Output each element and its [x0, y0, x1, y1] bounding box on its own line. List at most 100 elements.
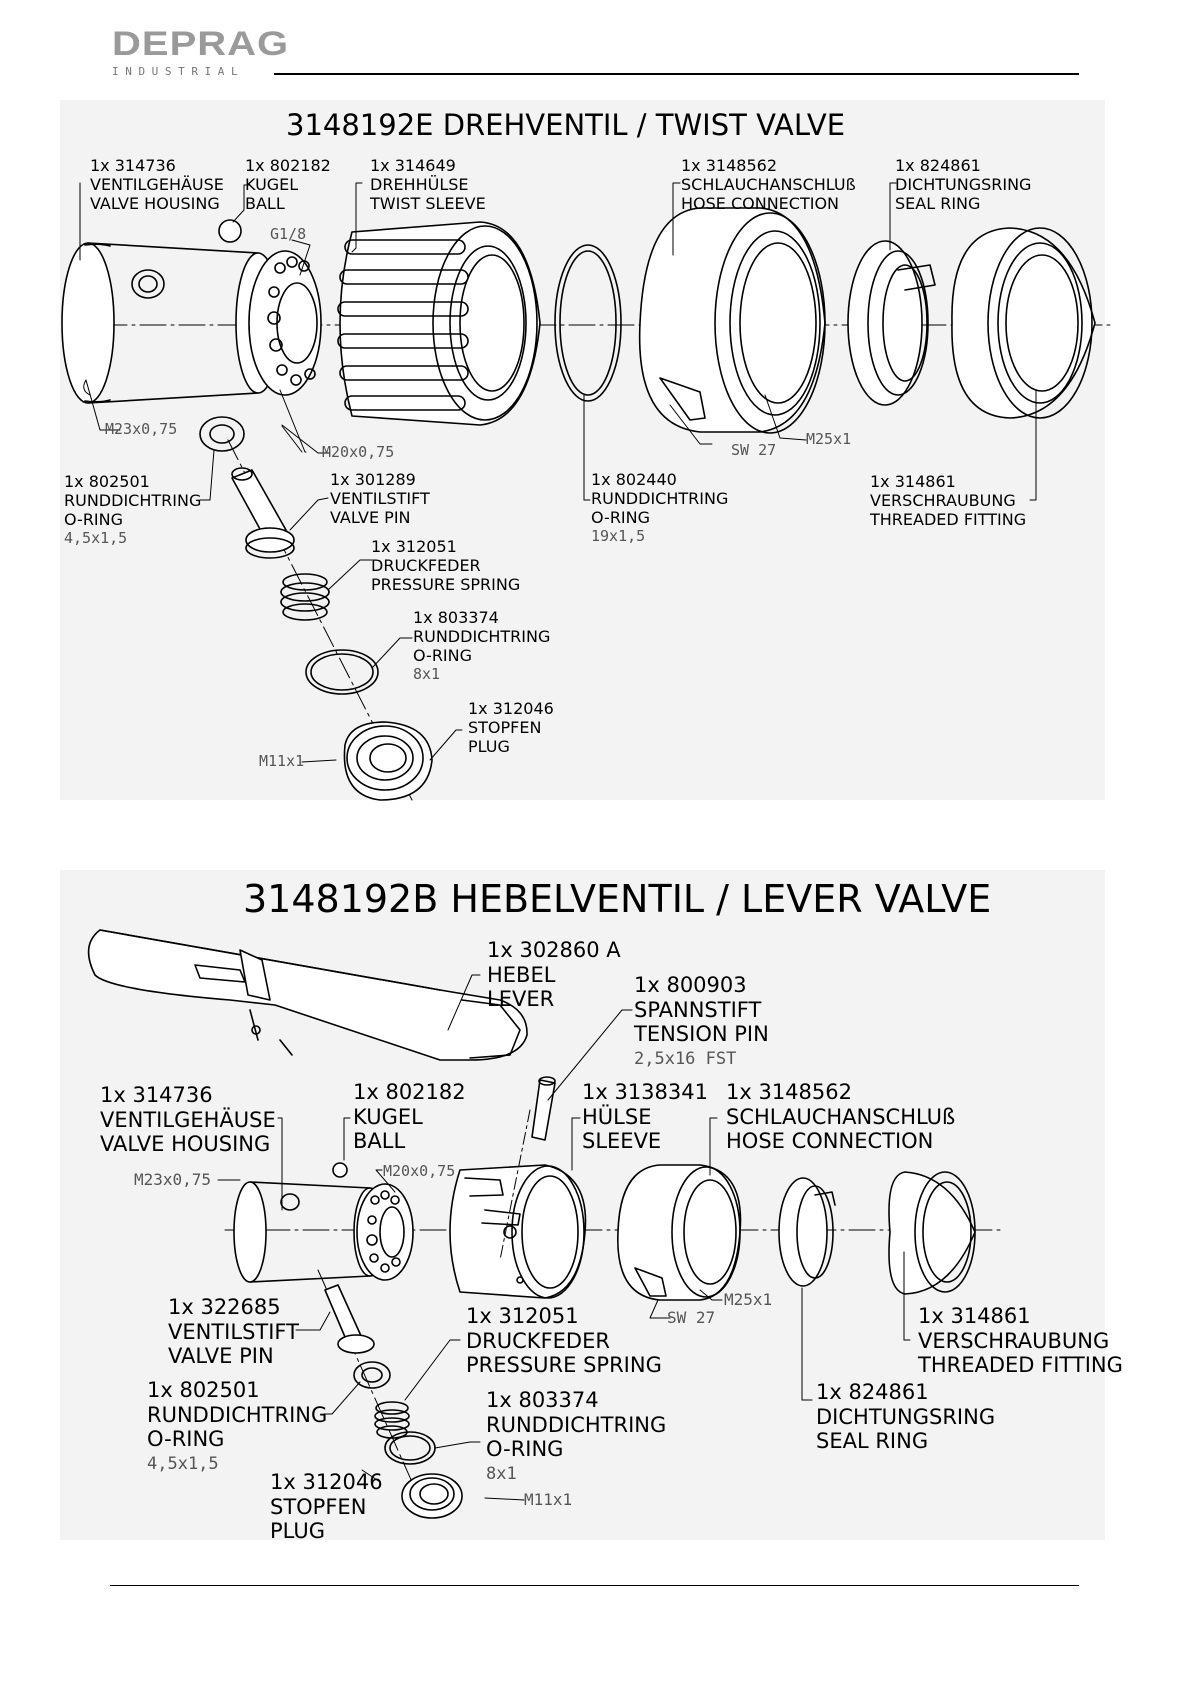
twist-part-valve-pin: 1x 301289 VENTILSTIFT VALVE PIN: [330, 470, 430, 527]
twist-oring-small-shape: [200, 417, 244, 451]
twist-plug-shape: [344, 722, 432, 800]
part-number: 1x 824861: [816, 1380, 929, 1404]
part-name-de: RUNDDICHTRING: [64, 491, 202, 510]
brand-name: DEPRAG: [112, 25, 290, 63]
part-number: 1x 802182: [353, 1080, 466, 1104]
part-name-en: TENSION PIN: [634, 1022, 769, 1046]
lever-shape: [89, 930, 527, 1060]
part-name-en: HOSE CONNECTION: [681, 194, 840, 213]
lever-part-ball: 1x 802182 KUGEL BALL: [353, 1080, 466, 1154]
part-name-de: DRUCKFEDER: [466, 1328, 610, 1353]
twist-sleeve-shape: [338, 222, 540, 425]
twist-valve-housing-shape: [62, 243, 321, 403]
part-number: 1x 314861: [918, 1304, 1031, 1328]
twist-part-valve-housing: 1x 314736 VENTILGEHÄUSE VALVE HOUSING: [90, 156, 224, 213]
twist-oring-8x1-shape: [306, 650, 378, 694]
dim-g18: G1/8: [270, 225, 307, 243]
part-number: 1x 314736: [100, 1083, 213, 1107]
twist-seal-ring-shape: [848, 241, 935, 405]
part-number: 1x 800903: [634, 973, 747, 997]
part-name-de: STOPFEN: [468, 718, 542, 737]
twist-valve-pin-shape: [232, 468, 294, 558]
part-size: 2,5x16 FST: [634, 1048, 737, 1069]
part-size: 19x1,5: [591, 527, 646, 545]
part-name-en: O-RING: [591, 508, 651, 527]
twist-part-twist-sleeve: 1x 314649 DREHHÜLSE TWIST SLEEVE: [370, 156, 486, 213]
part-name-de: RUNDDICHTRING: [413, 627, 551, 646]
part-name-de: RUNDDICHTRING: [591, 489, 729, 508]
part-number: 1x 803374: [486, 1388, 599, 1412]
lever-valve-pin-shape: [325, 1285, 374, 1353]
part-size: 8x1: [486, 1463, 517, 1484]
part-number: 1x 824861: [895, 156, 981, 175]
part-name-en: PLUG: [468, 737, 510, 756]
part-name-de: DRUCKFEDER: [371, 556, 481, 575]
part-name-de: RUNDDICHTRING: [486, 1412, 667, 1437]
dim-sw27-bottom: SW 27: [667, 1308, 716, 1327]
twist-part-plug: 1x 312046 STOPFEN PLUG: [468, 699, 554, 756]
brand-subtitle: INDUSTRIAL: [112, 65, 245, 78]
part-name-de: VENTILGEHÄUSE: [90, 175, 224, 194]
lever-part-hose-connection: 1x 3148562 SCHLAUCHANSCHLUß HOSE CONNECT…: [726, 1080, 955, 1154]
part-name-en: BALL: [353, 1129, 406, 1153]
part-name-en: THREADED FITTING: [918, 1353, 1123, 1377]
part-name-de: SCHLAUCHANSCHLUß: [681, 175, 856, 194]
lever-part-tension-pin: 1x 800903 SPANNSTIFT TENSION PIN 2,5x16 …: [634, 973, 769, 1071]
part-name-en: PRESSURE SPRING: [466, 1353, 662, 1377]
twist-valve-title: 3148192E DREHVENTIL / TWIST VALVE: [286, 108, 846, 142]
header-rule: [274, 73, 1079, 75]
part-name-de: HÜLSE: [582, 1104, 652, 1129]
part-name-de: KUGEL: [353, 1104, 423, 1129]
lever-hose-connection-shape: [618, 1165, 741, 1300]
dim-m20-top: M20x0,75: [322, 443, 395, 461]
twist-leader-lines: [80, 183, 1036, 762]
dim-m11-bottom: M11x1: [524, 1490, 573, 1509]
part-name-de: VENTILGEHÄUSE: [100, 1107, 276, 1132]
part-name-en: PLUG: [270, 1519, 325, 1543]
lever-part-lever: 1x 302860 A HEBEL LEVER: [487, 938, 621, 1012]
lever-part-threaded-fitting: 1x 314861 VERSCHRAUBUNG THREADED FITTING: [918, 1304, 1123, 1378]
part-name-en: THREADED FITTING: [870, 510, 1027, 529]
part-number: 1x 312046: [270, 1470, 383, 1494]
part-number: 1x 312051: [371, 537, 457, 556]
part-name-de: VENTILSTIFT: [168, 1319, 299, 1344]
part-name-en: VALVE PIN: [330, 508, 411, 527]
part-number: 1x 3148562: [726, 1080, 852, 1104]
lever-valve-title: 3148192B HEBELVENTIL / LEVER VALVE: [243, 877, 992, 921]
dim-sw27-top: SW 27: [731, 441, 777, 459]
part-number: 1x 802440: [591, 470, 677, 489]
part-name-de: VENTILSTIFT: [330, 489, 430, 508]
part-number: 1x 314649: [370, 156, 456, 175]
part-name-de: DREHHÜLSE: [370, 175, 469, 194]
twist-part-ball: 1x 802182 KUGEL BALL: [245, 156, 331, 213]
part-size: 8x1: [413, 665, 441, 683]
part-number: 1x 302860 A: [487, 938, 621, 962]
dim-m25-top: M25x1: [806, 430, 852, 448]
part-number: 1x 803374: [413, 608, 499, 627]
lever-valve-housing-shape: [234, 1182, 413, 1282]
part-name-en: O-RING: [486, 1437, 564, 1461]
part-number: 1x 802501: [64, 472, 150, 491]
lever-plug-shape: [402, 1474, 462, 1518]
dim-m23-top: M23x0,75: [105, 420, 178, 438]
part-name-en: VALVE PIN: [168, 1344, 274, 1368]
part-name-en: BALL: [245, 194, 285, 213]
part-name-en: SLEEVE: [582, 1129, 662, 1153]
lever-part-seal-ring: 1x 824861 DICHTUNGSRING SEAL RING: [816, 1380, 995, 1454]
lever-sleeve-shape: [450, 1165, 586, 1298]
part-name-de: DICHTUNGSRING: [895, 175, 1032, 194]
part-size: 4,5x1,5: [64, 529, 128, 547]
part-number: 1x 3138341: [582, 1080, 708, 1104]
twist-valve-panel: [60, 100, 1105, 800]
part-name-en: VALVE HOUSING: [90, 194, 220, 213]
lever-part-pressure-spring: 1x 312051 DRUCKFEDER PRESSURE SPRING: [466, 1304, 662, 1378]
part-number: 1x 3148562: [681, 156, 777, 175]
twist-part-pressure-spring: 1x 312051 DRUCKFEDER PRESSURE SPRING: [371, 537, 520, 594]
twist-part-seal-ring: 1x 824861 DICHTUNGSRING SEAL RING: [895, 156, 1031, 213]
twist-ball-shape: [219, 220, 241, 242]
part-name-en: HOSE CONNECTION: [726, 1129, 934, 1153]
lever-oring-small-shape: [354, 1362, 390, 1388]
twist-oring-large-shape: [555, 245, 621, 401]
part-name-de: HEBEL: [487, 962, 556, 987]
